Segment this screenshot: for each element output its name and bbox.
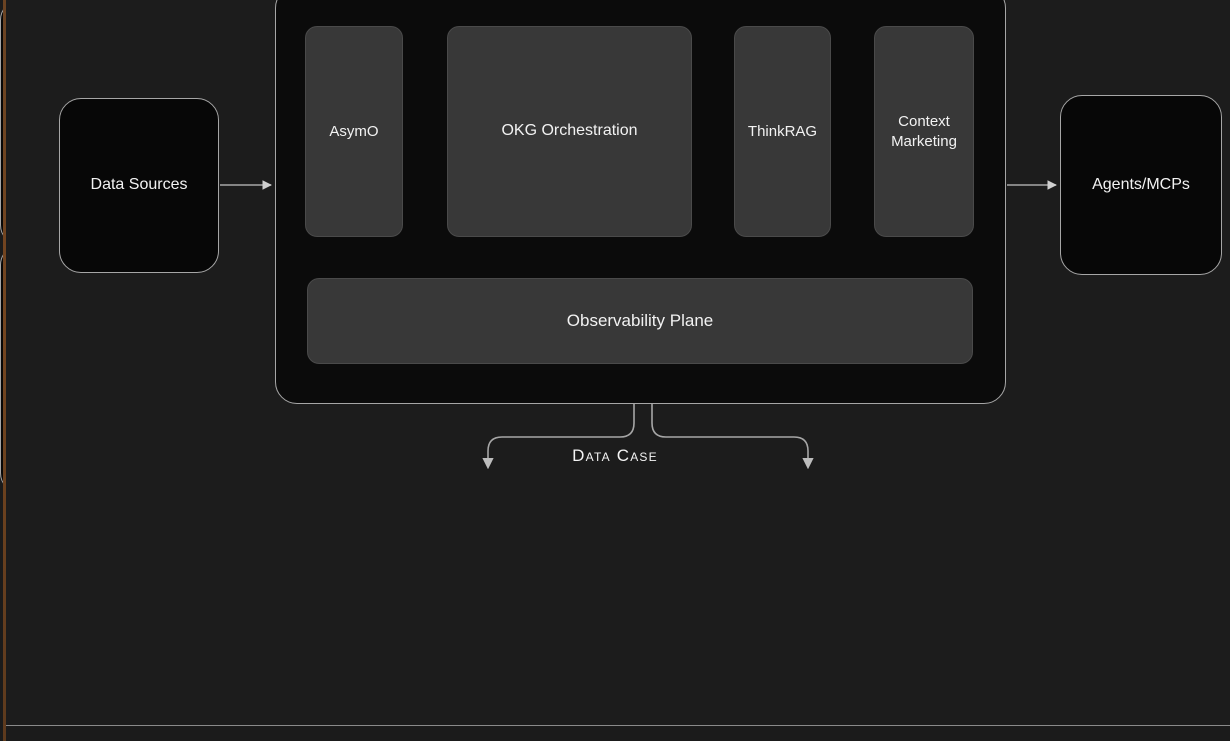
- node-thinkrag[interactable]: ThinkRAG: [734, 26, 831, 237]
- node-agents-mcps-label: Agents/MCPs: [1092, 175, 1190, 193]
- data-case-label: Data Case: [572, 446, 658, 465]
- node-observability-plane-label: Observability Plane: [566, 310, 714, 330]
- node-thinkrag-label: ThinkRAG: [747, 122, 818, 140]
- left-accent-rail: [3, 0, 6, 741]
- node-agents-mcps[interactable]: Agents/MCPs: [1060, 95, 1222, 275]
- node-observability-plane[interactable]: Observability Plane: [307, 278, 973, 364]
- node-asym0[interactable]: AsymO: [305, 26, 403, 237]
- node-data-sources-label: Data Sources: [90, 176, 188, 194]
- node-okg-orchestration[interactable]: OKG Orchestration: [447, 26, 692, 237]
- node-data-sources[interactable]: Data Sources: [59, 98, 219, 273]
- node-asym0-label: AsymO: [329, 122, 379, 140]
- node-okg-orchestration-label: OKG Orchestration: [501, 122, 638, 140]
